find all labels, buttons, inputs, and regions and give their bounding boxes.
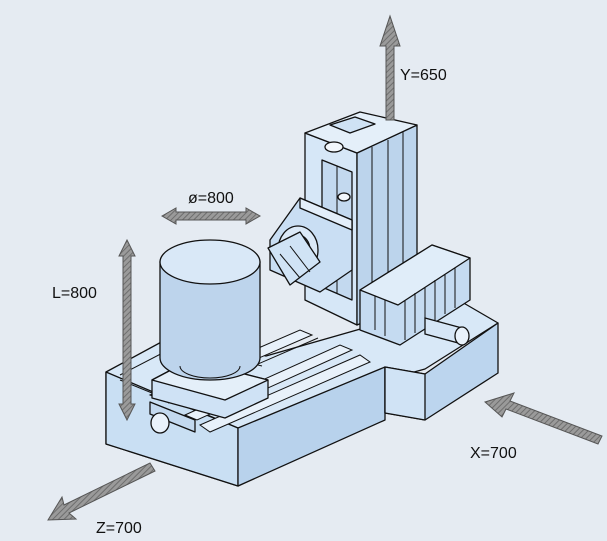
length-label: L=800 (52, 285, 97, 302)
x-travel-label: X=700 (470, 445, 517, 462)
y-travel-label: Y=650 (400, 67, 447, 84)
length-arrow (118, 238, 136, 422)
z-axis-arrow (47, 462, 156, 521)
workpiece-cylinder (159, 239, 261, 381)
y-axis-arrow (379, 14, 401, 121)
diameter-arrow (160, 207, 262, 225)
diameter-label: ø=800 (188, 190, 234, 207)
x-axis-shaft (424, 317, 470, 346)
z-travel-label: Z=700 (96, 520, 142, 537)
x-axis-saddle (267, 231, 471, 346)
x-axis-arrow (484, 392, 603, 445)
